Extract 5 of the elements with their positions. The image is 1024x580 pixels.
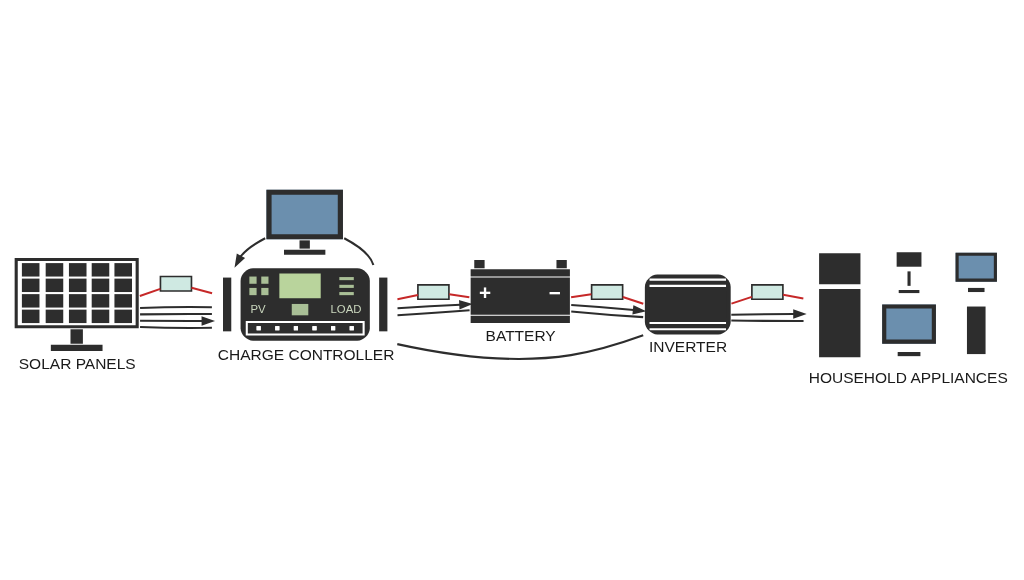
node-label: SOLAR PANELS: [18, 354, 136, 372]
node-label: HOUSEHOLD APPLIANCES: [808, 368, 1008, 386]
node-label: INVERTER: [649, 337, 728, 355]
node-label: BATTERY: [485, 326, 556, 344]
node-label: CHARGE CONTROLLER: [217, 345, 395, 363]
